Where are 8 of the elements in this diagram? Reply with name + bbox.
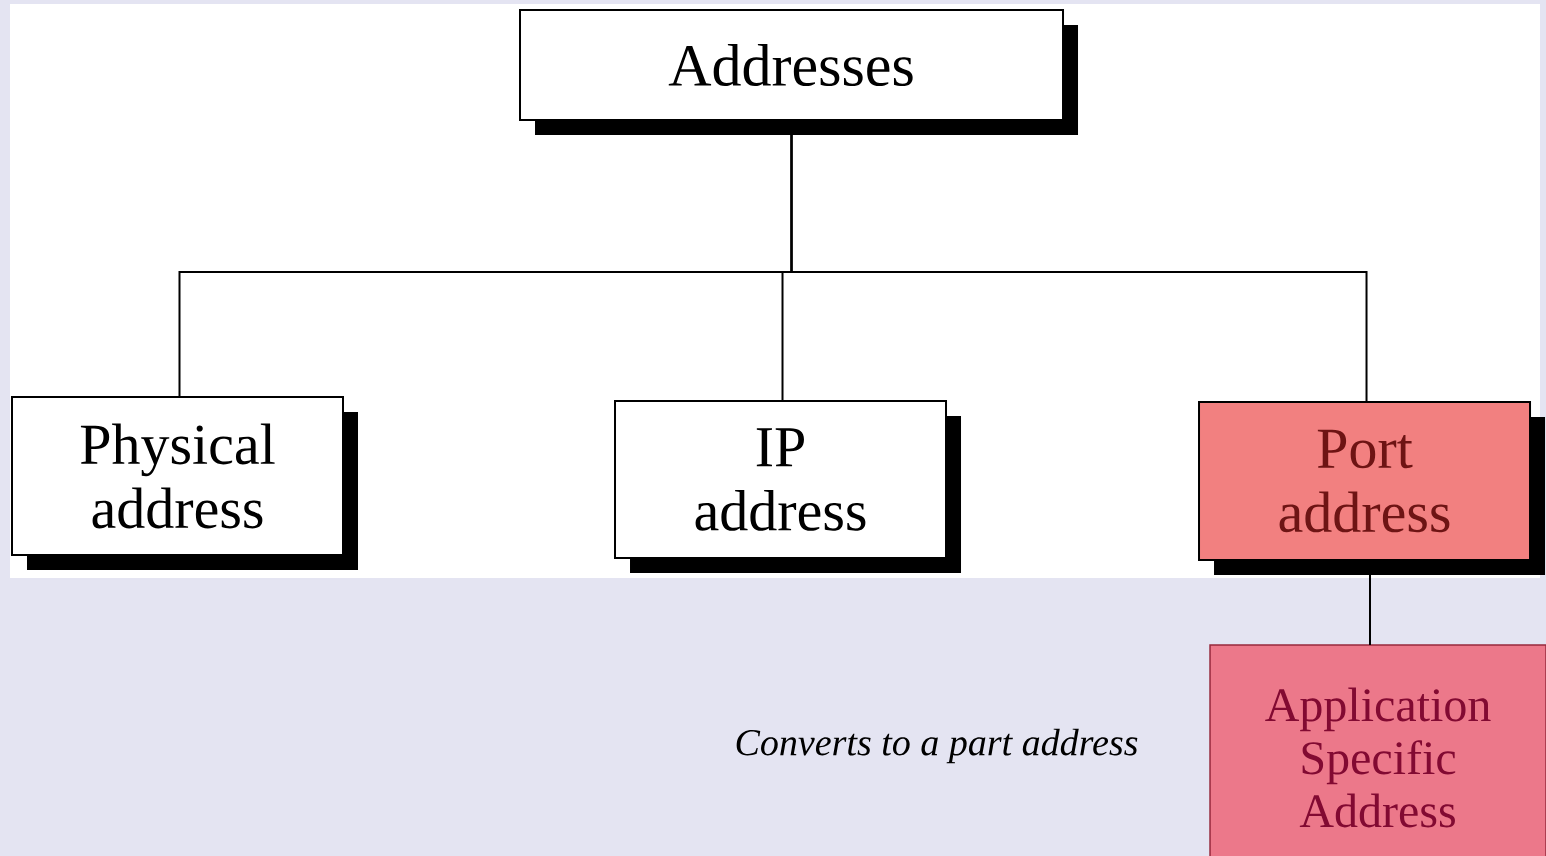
- connector-line: [1369, 574, 1371, 646]
- process-box: Physical address: [11, 396, 358, 570]
- process-box: Addresses: [519, 9, 1078, 135]
- note-text: Converts to a part address: [736, 728, 1138, 764]
- process-box: Port address: [1198, 401, 1545, 575]
- process-box: Application Specific Address: [1209, 644, 1546, 856]
- process-box: IP address: [614, 400, 961, 573]
- connector-line: [790, 134, 1368, 403]
